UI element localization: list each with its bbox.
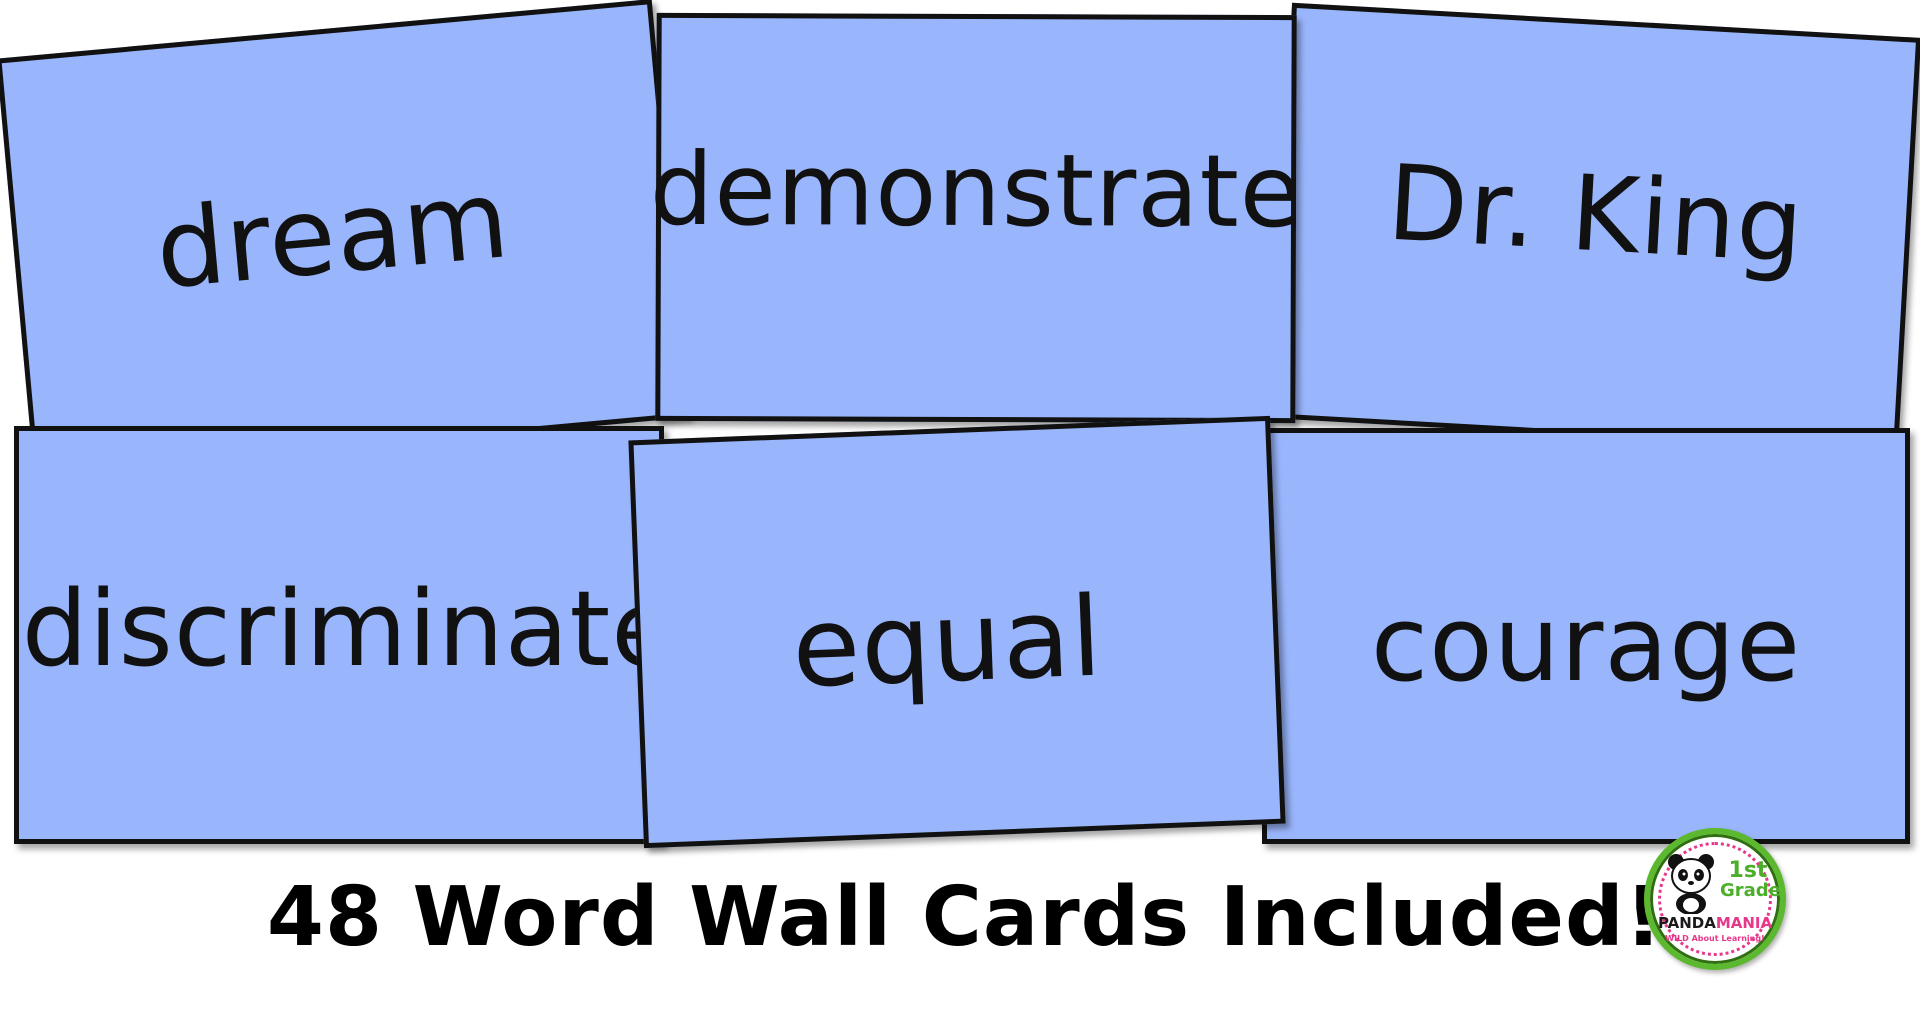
caption-title: 48 Word Wall Cards Included! [266,869,1664,965]
word-card-demonstrate: demonstrate [650,12,1303,424]
logo-name-panda: PANDA [1658,914,1716,932]
logo-name: PANDAMANIA [1658,916,1772,931]
logo-dotted-ring [1658,842,1772,956]
logo-tagline: WILD About Learning! [1665,934,1765,943]
logo-grade: 1st Grade [1720,858,1781,901]
card-word: equal [789,572,1105,713]
card-word: dream [151,156,515,314]
logo-grade-number: 1st [1728,858,1768,883]
card-word: demonstrate [649,130,1303,250]
word-card-dream: dream [0,0,690,477]
logo-grade-word: Grade [1720,880,1781,901]
word-card-equal: equal [628,415,1286,849]
card-word: courage [1370,583,1802,705]
panda-icon [1668,854,1714,914]
word-card-courage: courage [1262,428,1910,844]
card-word: discriminate [21,568,677,690]
pandamania-logo: 1st Grade PANDAMANIA WILD About Learning… [1644,828,1786,970]
logo-name-mania: MANIA [1715,914,1773,932]
word-card-dr-king: Dr. King [1268,2,1920,454]
word-card-discriminate: discriminate [14,426,675,844]
card-word: Dr. King [1384,141,1808,287]
